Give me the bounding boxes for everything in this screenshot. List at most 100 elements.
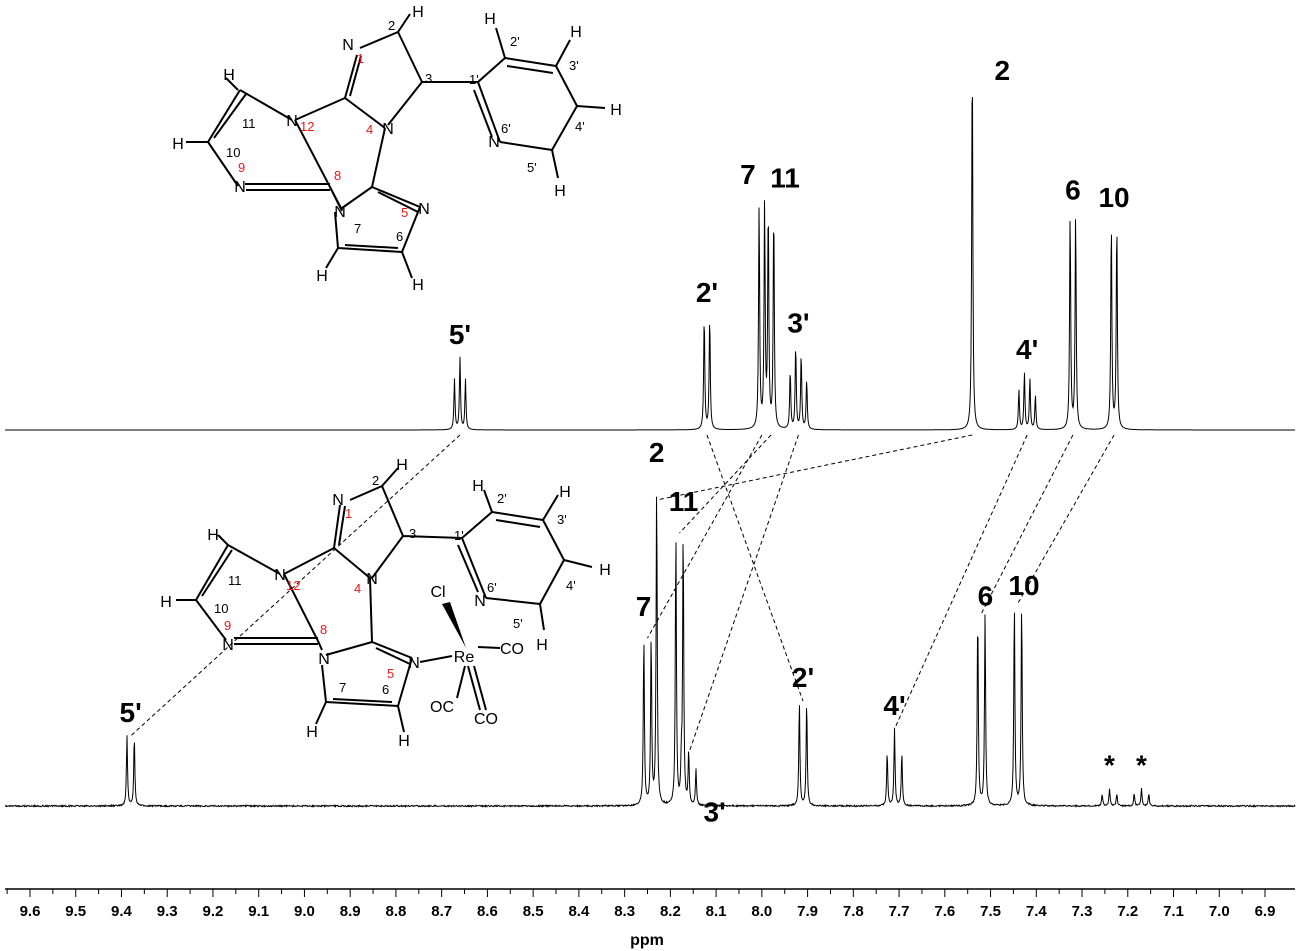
complex-num-red-8: 8 — [320, 622, 327, 637]
complex-atom-n12: N — [274, 567, 286, 584]
complex-atom-h6: H — [398, 733, 410, 750]
complex-bonds — [176, 467, 593, 733]
x-tick-label-27: 6.9 — [1255, 903, 1276, 920]
complex-num-4p: 4' — [566, 578, 576, 593]
x-tick-label-5: 9.1 — [248, 903, 269, 920]
peak-label-complex-4: 3' — [704, 797, 726, 828]
peak-label-ligand-4: 3' — [787, 307, 809, 338]
ligand-num-6: 6 — [396, 229, 403, 244]
ligand-atom-n9: N — [234, 179, 246, 196]
ligand-num-1p: 1' — [469, 72, 479, 87]
ligand-num-7: 7 — [354, 221, 361, 236]
correlation-line-7 — [980, 434, 1074, 614]
ligand-atom-h11: H — [223, 67, 235, 84]
ligand-num-5p: 5' — [527, 160, 537, 175]
complex-num-red-5: 5 — [387, 666, 394, 681]
ligand-atom-h6: H — [412, 277, 424, 294]
ligand-atom-n1: N — [342, 37, 354, 54]
ligand-num-4p: 4' — [575, 119, 585, 134]
peak-label-ligand-7: 6 — [1065, 174, 1081, 205]
ligand-num-red-5: 5 — [401, 205, 408, 220]
complex-num-10: 10 — [214, 601, 228, 616]
ligand-structure: N N N N N N N H H H H H H H H H 2 3 1' 2… — [172, 4, 622, 294]
peak-label-ligand-5: 2 — [994, 55, 1010, 86]
peak-label-complex-10: * — [1136, 750, 1147, 781]
complex-structure: N N N N N N N Re Cl CO OC CO H H H H H H… — [160, 457, 611, 750]
complex-atom-n9: N — [222, 637, 234, 654]
spectrum-complex-trace — [5, 496, 1296, 809]
complex-atom-co-right: CO — [500, 641, 524, 658]
complex-num-7: 7 — [339, 680, 346, 695]
peak-label-ligand-6: 4' — [1016, 334, 1038, 365]
complex-num-1p: 1' — [454, 528, 464, 543]
peak-label-ligand-2: 7 — [740, 159, 756, 190]
complex-atom-h7: H — [306, 724, 318, 741]
x-tick-label-0: 9.6 — [20, 903, 41, 920]
complex-atom-n8: N — [318, 651, 330, 668]
x-tick-label-13: 8.3 — [614, 903, 635, 920]
ligand-atom-h4p: H — [610, 102, 622, 119]
correlation-line-0 — [130, 434, 461, 737]
x-tick-label-26: 7.0 — [1209, 903, 1230, 920]
complex-num-red-9: 9 — [224, 618, 231, 633]
peak-label-ligand-0: 5' — [449, 319, 471, 350]
x-tick-label-17: 7.9 — [797, 903, 818, 920]
complex-num-5p: 5' — [513, 616, 523, 631]
ligand-atom-n5: N — [418, 201, 430, 218]
ligand-numbers: 2 3 1' 2' 3' 4' 5' 6' 6 7 10 11 1 4 5 8 … — [226, 18, 585, 244]
correlation-line-2 — [647, 434, 763, 639]
x-tick-label-10: 8.6 — [477, 903, 498, 920]
complex-numbers: 2 3 1' 2' 3' 4' 5' 6' 6 7 10 11 1 4 5 8 … — [214, 473, 576, 697]
ligand-bonds — [186, 13, 606, 279]
x-tick-label-23: 7.3 — [1072, 903, 1093, 920]
complex-num-6: 6 — [382, 682, 389, 697]
spectra-layer — [5, 96, 1296, 809]
x-tick-label-21: 7.5 — [980, 903, 1001, 920]
x-tick-label-6: 9.0 — [294, 903, 315, 920]
peak-label-complex-6: 4' — [883, 690, 905, 721]
complex-num-11: 11 — [228, 573, 242, 588]
peak-label-complex-9: * — [1104, 750, 1115, 781]
complex-num-red-4: 4 — [354, 581, 361, 596]
ligand-num-6p: 6' — [501, 121, 511, 136]
x-tick-label-18: 7.8 — [843, 903, 864, 920]
peak-label-ligand-3: 11 — [770, 163, 800, 194]
ligand-atom-h7: H — [316, 268, 328, 285]
peak-label-complex-0: 5' — [120, 697, 142, 728]
ligand-num-2: 2 — [388, 18, 395, 33]
complex-atom-h3p: H — [559, 484, 571, 501]
peak-label-ligand-1: 2' — [696, 277, 718, 308]
cl-wedge-bond — [442, 602, 466, 648]
peak-label-complex-8: 10 — [1008, 570, 1039, 601]
ligand-num-11: 11 — [242, 116, 256, 131]
ligand-atom-n6p: N — [488, 134, 500, 151]
complex-atom-re: Re — [454, 649, 475, 666]
ligand-num-red-9: 9 — [238, 160, 245, 175]
correlation-lines — [130, 434, 1115, 754]
complex-num-2p: 2' — [497, 491, 507, 506]
ligand-num-red-12: 12 — [300, 119, 314, 134]
x-tick-label-7: 8.9 — [340, 903, 361, 920]
x-tick-label-19: 7.7 — [889, 903, 910, 920]
complex-atom-co-bottom: CO — [474, 711, 498, 728]
spectrum-ligand-trace — [5, 96, 1295, 431]
x-tick-label-25: 7.1 — [1163, 903, 1184, 920]
correlation-line-5 — [656, 434, 973, 501]
x-tick-label-11: 8.5 — [523, 903, 544, 920]
peak-label-complex-3: 11 — [669, 486, 699, 517]
x-tick-label-9: 8.7 — [431, 903, 452, 920]
ligand-atom-h10: H — [172, 136, 184, 153]
x-tick-label-22: 7.4 — [1026, 903, 1048, 920]
x-tick-label-4: 9.2 — [203, 903, 224, 920]
ligand-num-red-1: 1 — [357, 51, 364, 66]
correlation-line-6 — [894, 434, 1028, 730]
x-tick-label-1: 9.5 — [65, 903, 86, 920]
peak-label-ligand-8: 10 — [1098, 182, 1129, 213]
ligand-atom-n8: N — [334, 204, 346, 221]
ligand-atom-h5p: H — [554, 183, 566, 200]
x-tick-label-12: 8.4 — [568, 903, 590, 920]
ligand-num-red-8: 8 — [334, 168, 341, 183]
peak-label-complex-7: 6 — [978, 581, 994, 612]
